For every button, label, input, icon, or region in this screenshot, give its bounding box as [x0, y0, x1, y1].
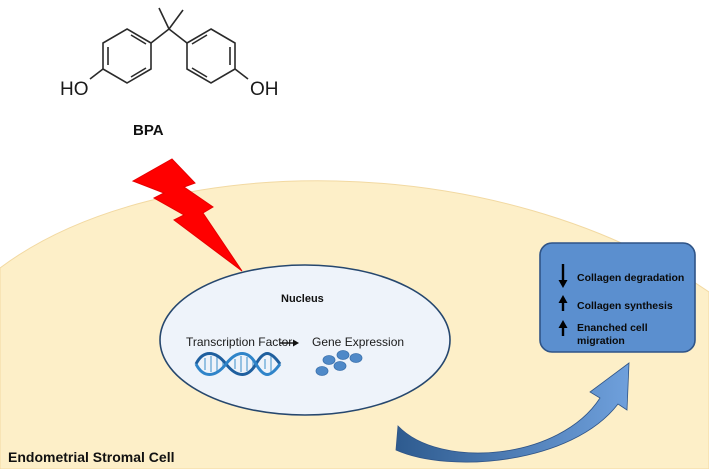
lightning-bolt-icon: [131, 158, 243, 272]
up-arrow-icon: [558, 295, 568, 311]
bpa-left-hydroxyl: HO: [60, 79, 89, 100]
down-arrow-icon: [558, 264, 568, 288]
gene-expression-label: Gene Expression: [312, 335, 404, 349]
nucleus-title: Nucleus: [281, 293, 324, 305]
effect-enhanced-cell-migration: Enanched cell: [577, 322, 648, 334]
effect-collagen-synthesis: Collagen synthesis: [577, 300, 673, 312]
nucleus: [159, 264, 451, 416]
gene-product-icon: [315, 350, 363, 376]
bpa-label: BPA: [133, 122, 164, 139]
bpa-right-hydroxyl: OH: [250, 79, 279, 100]
transcription-factor-label: Transcription Factor: [186, 335, 292, 349]
effects-box: [539, 242, 696, 353]
dna-helix-icon: [194, 352, 282, 376]
effect-enhanced-cell-migration-line2: migration: [577, 335, 625, 347]
up-arrow-icon: [558, 320, 568, 336]
effect-collagen-degradation: Collagen degradation: [577, 272, 684, 284]
cell-label: Endometrial Stromal Cell: [8, 449, 174, 465]
curved-arrow-icon: [395, 362, 630, 463]
bpa-molecule: [89, 7, 249, 84]
right-arrow-icon: [280, 339, 299, 347]
